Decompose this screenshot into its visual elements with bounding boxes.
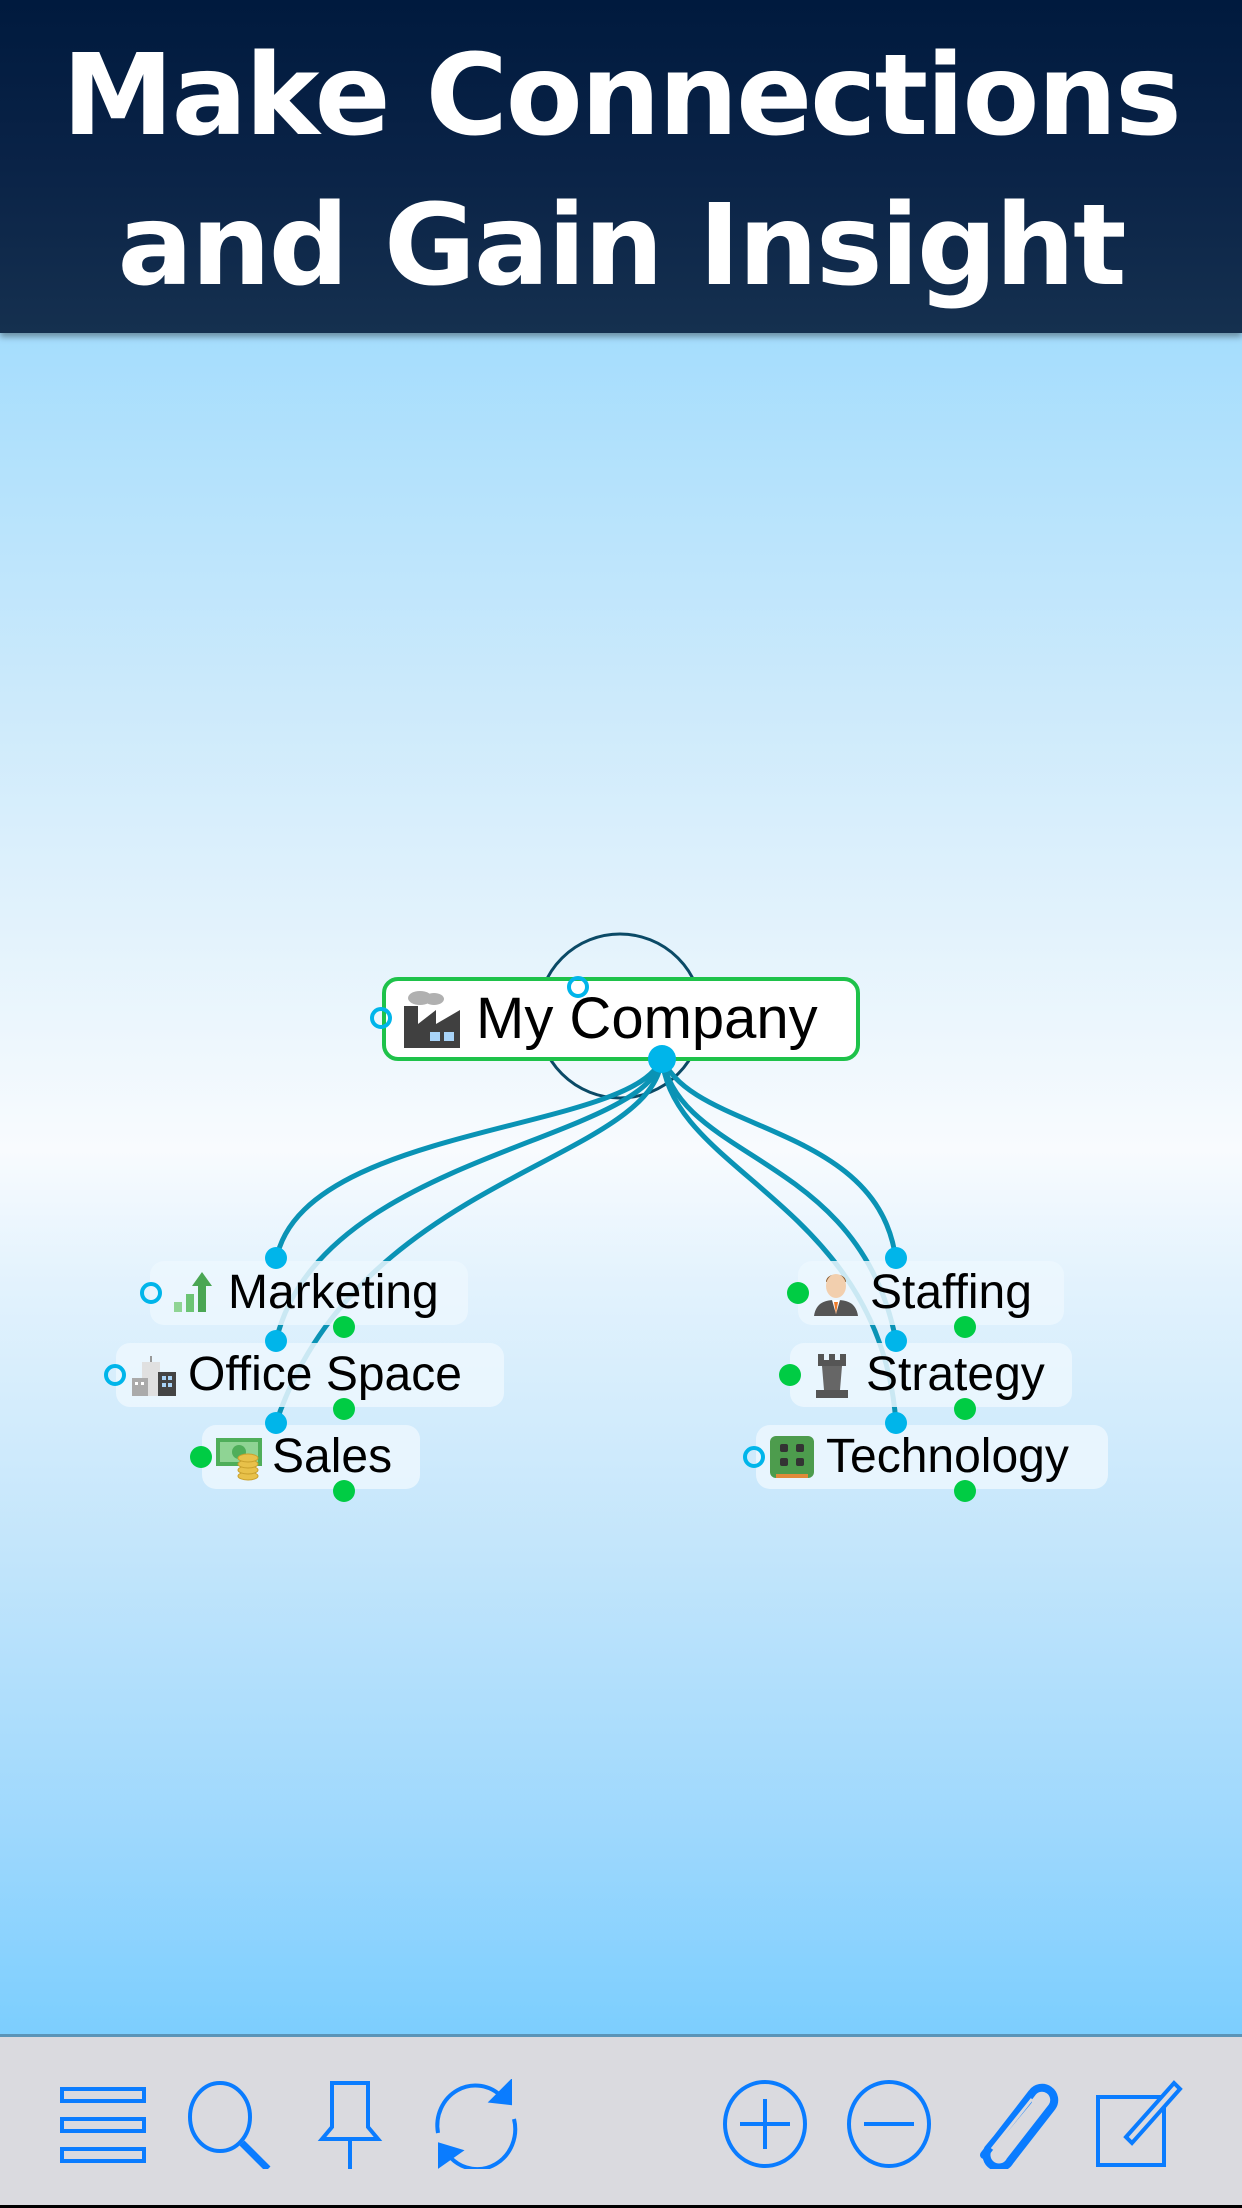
topic-label: Staffing [870,1266,1032,1319]
office-space-left-anchor[interactable] [104,1364,126,1386]
sales-left-anchor[interactable] [190,1446,212,1468]
technology-left-anchor[interactable] [743,1446,765,1468]
topic-staffing[interactable]: Staffing [798,1261,1064,1325]
add-topic-button[interactable] [720,2079,810,2169]
minus-circle-icon [847,2080,931,2168]
topic-label: Technology [826,1430,1069,1483]
pushpin-icon [317,2081,383,2169]
buildings-icon [132,1356,176,1396]
topic-technology[interactable]: Technology [756,1425,1108,1489]
menu-icon [60,2087,146,2163]
link-staffing [659,1054,899,1264]
topic-label: Marketing [228,1266,439,1319]
refresh-icon [435,2078,518,2172]
factory-icon [404,991,460,1048]
search-icon [188,2081,271,2172]
staffing-left-anchor[interactable] [787,1282,809,1304]
chess-rook-icon [816,1354,848,1398]
staffing-top-anchor[interactable] [885,1247,907,1269]
circuit-chip-icon [770,1436,814,1478]
topic-label: Office Space [188,1348,462,1401]
plus-circle-icon [723,2080,807,2168]
technology-top-anchor[interactable] [885,1412,907,1434]
link-technology [659,1054,899,1426]
root-node-my-company[interactable]: My Company [382,977,860,1061]
root-left-anchor[interactable] [370,1007,392,1029]
marketing-left-anchor[interactable] [140,1282,162,1304]
strategy-left-anchor[interactable] [779,1364,801,1386]
search-button[interactable] [184,2079,274,2172]
attach-button[interactable] [970,2079,1060,2172]
refresh-button[interactable] [432,2078,522,2172]
root-bottom-anchor[interactable] [648,1045,676,1073]
root-top-anchor[interactable] [567,976,589,998]
promo-header: Make Connections and Gain Insight [0,0,1242,333]
bottom-edge [0,2205,1242,2208]
connection-lines [273,932,899,1426]
paperclip-icon [980,2083,1059,2172]
menu-button[interactable] [58,2079,148,2169]
topic-label: Sales [272,1430,393,1483]
technology-bottom-anchor[interactable] [954,1480,976,1502]
header-title-line-1: Make Connections [62,31,1182,161]
topic-marketing[interactable]: Marketing [150,1261,468,1325]
topic-sales[interactable]: Sales [202,1425,420,1489]
office-space-top-anchor[interactable] [265,1330,287,1352]
compose-icon [1096,2080,1183,2167]
staffing-bottom-anchor[interactable] [954,1316,976,1338]
strategy-top-anchor[interactable] [885,1330,907,1352]
topic-label: Strategy [866,1348,1045,1401]
link-marketing [273,1054,665,1264]
header-title-line-2: and Gain Insight [117,181,1126,311]
marketing-bottom-anchor[interactable] [333,1316,355,1338]
topic-office-space[interactable]: Office Space [116,1343,504,1407]
strategy-bottom-anchor[interactable] [954,1398,976,1420]
marketing-top-anchor[interactable] [265,1247,287,1269]
pin-button[interactable] [310,2079,400,2169]
money-coins-icon [216,1438,262,1481]
growth-chart-icon [174,1272,212,1312]
sales-top-anchor[interactable] [265,1412,287,1434]
root-node-label: My Company [476,986,818,1051]
businessman-icon [814,1274,858,1316]
sales-bottom-anchor[interactable] [333,1480,355,1502]
office-space-bottom-anchor[interactable] [333,1398,355,1420]
bottom-toolbar [0,2034,1242,2205]
link-sales [273,1054,665,1426]
mindmap-canvas[interactable]: My Company Marketing Office Space [0,333,1242,2034]
edit-note-button[interactable] [1094,2079,1184,2169]
topic-strategy[interactable]: Strategy [790,1343,1072,1407]
remove-topic-button[interactable] [844,2079,934,2169]
